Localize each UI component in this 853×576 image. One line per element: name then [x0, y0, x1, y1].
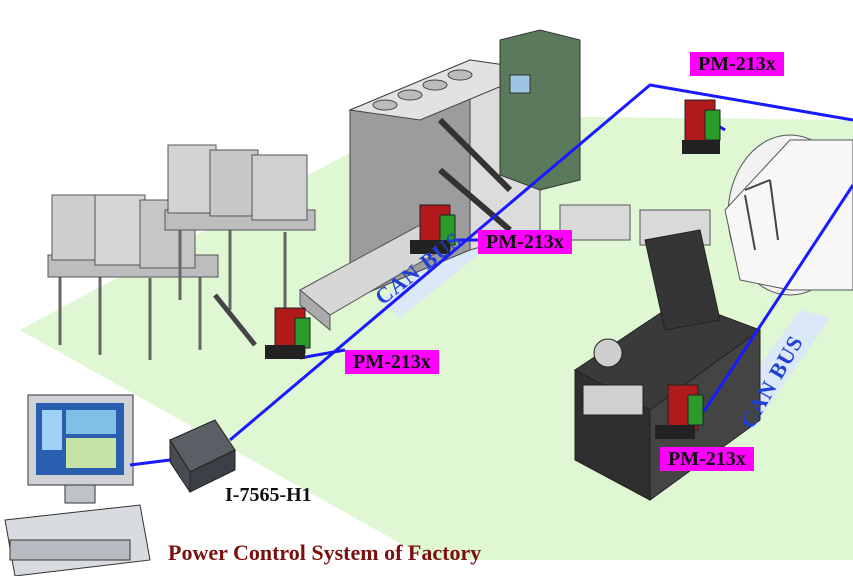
pm-module-middle: [410, 204, 456, 254]
tank-structure-middle: [164, 144, 316, 347]
pm-label-left: PM-213x: [345, 350, 439, 374]
pm-module-bottom-right: [655, 384, 704, 439]
computer: [4, 394, 151, 576]
pm-label-top-right: PM-213x: [690, 52, 784, 76]
cylinder-tank: [724, 134, 853, 296]
pm-label-bottom-right: PM-213x: [660, 447, 754, 471]
diagram-title: Power Control System of Factory: [168, 540, 482, 565]
converter-device: [169, 419, 236, 494]
converter-label: I-7565-H1: [225, 484, 312, 506]
pm-module-top-right: [682, 99, 721, 154]
pm-module-left: [265, 307, 311, 359]
pm-label-middle: PM-213x: [478, 230, 572, 254]
